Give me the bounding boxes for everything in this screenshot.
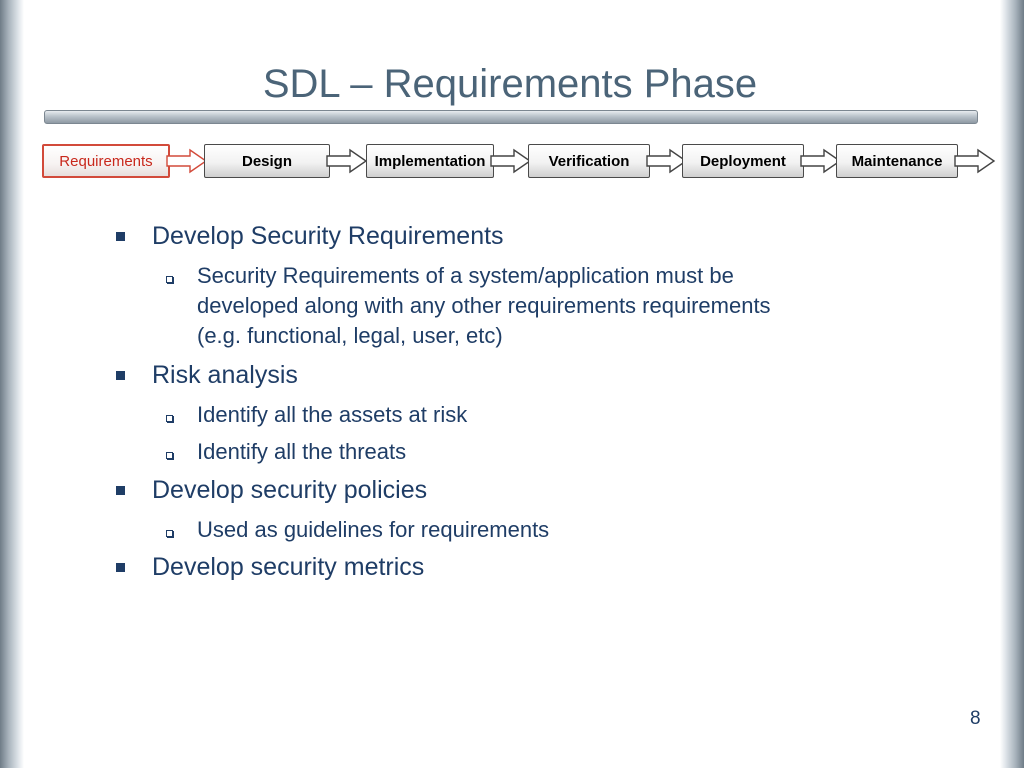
bullet-item: Develop security metrics (152, 553, 425, 581)
phase-verification: Verification (528, 144, 650, 178)
sub-bullet-item: Identify all the assets at risk (197, 402, 468, 427)
bullet-item: Develop security policies (152, 476, 428, 504)
sub-bullet-item-continued: (e.g. functional, legal, user, etc) (197, 323, 503, 348)
phase-arrow-icon (646, 148, 688, 174)
phase-arrow-icon (954, 148, 996, 174)
phase-deployment: Deployment (682, 144, 804, 178)
sub-bullet-item: Identify all the threats (197, 439, 407, 464)
phase-arrow-icon (166, 148, 208, 174)
sub-bullet-box-icon (166, 415, 173, 422)
slide-left-edge (0, 0, 24, 768)
phase-arrow-icon (490, 148, 532, 174)
sub-bullet-item: Security Requirements of a system/applic… (197, 263, 734, 288)
bullet-square-icon (116, 371, 125, 380)
phase-arrow-icon (326, 148, 368, 174)
phase-design: Design (204, 144, 330, 178)
sub-bullet-box-icon (166, 452, 173, 459)
phase-requirements: Requirements (42, 144, 170, 178)
bullet-square-icon (116, 232, 125, 241)
title-divider (44, 110, 978, 124)
bullet-item: Risk analysis (152, 361, 298, 389)
slide-right-edge (1000, 0, 1024, 768)
phase-arrow-icon (800, 148, 842, 174)
bullet-item: Develop Security Requirements (152, 222, 504, 250)
page-number: 8 (970, 708, 981, 729)
bullet-square-icon (116, 486, 125, 495)
sub-bullet-box-icon (166, 276, 173, 283)
bullet-square-icon (116, 563, 125, 572)
phase-maintenance: Maintenance (836, 144, 958, 178)
slide-title: SDL – Requirements Phase (262, 62, 758, 106)
sub-bullet-item-continued: developed along with any other requireme… (197, 293, 771, 318)
sub-bullet-box-icon (166, 530, 173, 537)
phase-implementation: Implementation (366, 144, 494, 178)
sub-bullet-item: Used as guidelines for requirements (197, 517, 550, 542)
sdl-phase-bar: Requirements Design Implementation Verif… (0, 144, 1024, 182)
